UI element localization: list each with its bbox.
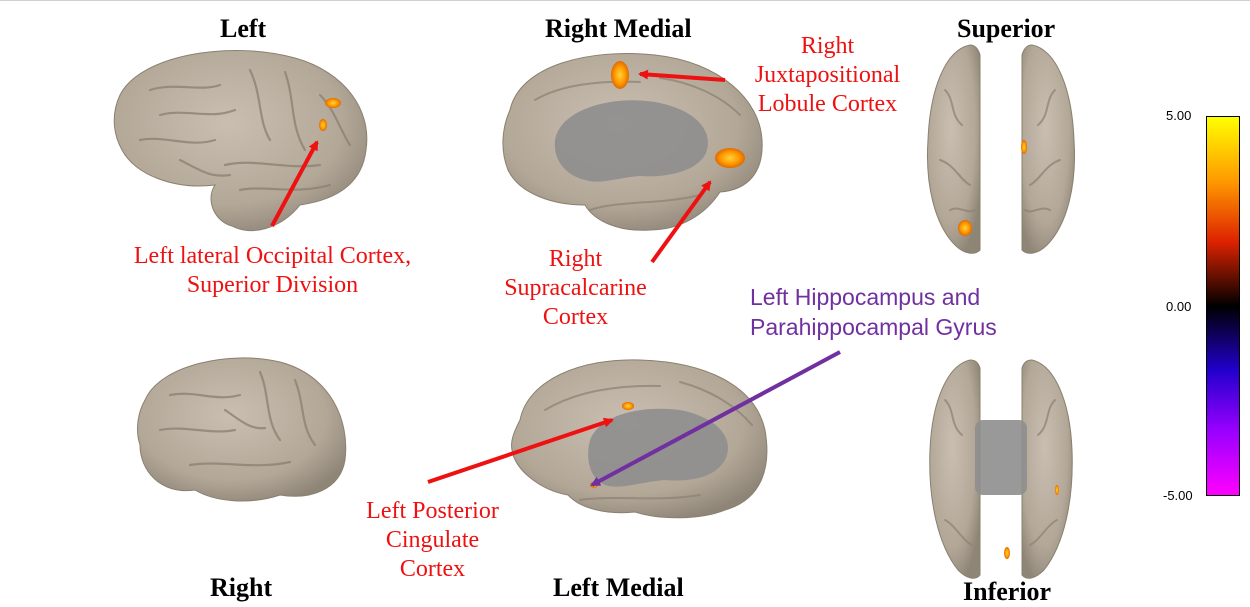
activation-blob [715, 148, 745, 168]
medial-wall [555, 100, 708, 181]
brain-superior [927, 45, 1074, 253]
view-title-superior: Superior [957, 14, 1055, 44]
brain-inferior [930, 360, 1073, 578]
brain-right-lateral [138, 358, 346, 501]
brain-left-medial [512, 360, 767, 518]
colorbar-min-label: -5.00 [1163, 488, 1193, 503]
activation-blob [958, 220, 972, 236]
colorbar-mid-label: 0.00 [1166, 299, 1191, 314]
medial-wall [975, 420, 1027, 495]
activation-blob [319, 119, 327, 131]
activation-blob [1021, 140, 1027, 154]
label-left-posterior-cingulate: Left Posterior Cingulate Cortex [345, 497, 520, 584]
activation-blob [325, 98, 341, 108]
label-left-lateral-occipital: Left lateral Occipital Cortex, Superior … [95, 242, 450, 300]
brain-left-lateral [114, 50, 367, 230]
view-title-left: Left [220, 14, 266, 44]
label-right-supracalcarine: Right Supracalcarine Cortex [488, 245, 663, 332]
colorbar-max-label: 5.00 [1166, 108, 1191, 123]
view-title-right-medial: Right Medial [545, 14, 692, 44]
colorbar [1206, 116, 1240, 496]
activation-blob [1004, 547, 1010, 559]
activation-blob [1055, 485, 1059, 495]
view-title-left-medial: Left Medial [553, 573, 684, 603]
view-title-right: Right [210, 573, 272, 603]
view-title-inferior: Inferior [963, 577, 1051, 607]
label-left-hippocampus: Left Hippocampus and Parahippocampal Gyr… [750, 282, 997, 342]
activation-blob [622, 402, 634, 410]
activation-blob [611, 61, 629, 89]
label-right-juxtapositional: Right Juxtapositional Lobule Cortex [720, 32, 935, 119]
